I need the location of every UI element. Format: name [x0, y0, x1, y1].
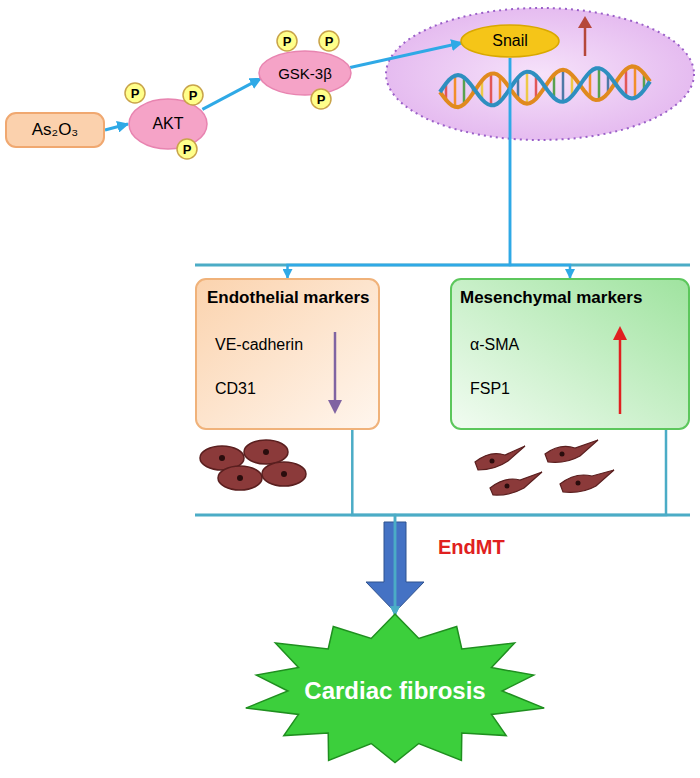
- node-label: GSK-3β: [278, 65, 332, 82]
- node-label: Snail: [492, 32, 528, 50]
- signal-arrow: [350, 43, 462, 68]
- phospho-circle: P: [182, 84, 204, 106]
- kinase-ellipse: AKT: [128, 98, 208, 150]
- marker-box: Mesenchymal markers α-SMA FSP1: [450, 278, 690, 430]
- phospho-circle: P: [310, 88, 332, 110]
- signal-arrow: [510, 58, 570, 278]
- drug-box: As₂O₃: [5, 112, 105, 148]
- signal-arrow: [395, 430, 666, 615]
- marker-name: FSP1: [470, 380, 510, 398]
- node-label: P: [283, 34, 292, 49]
- nucleus: [386, 8, 694, 140]
- node-label: Cardiac fibrosis: [304, 677, 485, 705]
- node-label: AKT: [152, 115, 183, 133]
- node-label: P: [189, 88, 198, 103]
- signal-arrow: [202, 79, 260, 110]
- node-label: P: [317, 92, 326, 107]
- node-label: Endothelial markers: [207, 288, 370, 308]
- transcription-factor: Snail: [460, 24, 560, 58]
- node-label: P: [183, 142, 192, 157]
- mesenchymal-cells: [475, 440, 614, 495]
- phospho-circle: P: [124, 82, 146, 104]
- dna-helix: [440, 66, 650, 107]
- marker-box: Endothelial markersVE-cadherinCD31: [195, 278, 380, 430]
- marker-name: CD31: [215, 380, 256, 398]
- signal-arrow: [105, 124, 128, 130]
- marker-name: α-SMA: [470, 336, 519, 354]
- marker-name: VE-cadherin: [215, 336, 303, 354]
- signal-arrow: [352, 430, 395, 615]
- node-label: P: [325, 34, 334, 49]
- signal-arrow: [288, 58, 511, 278]
- node-label: As₂O₃: [32, 120, 79, 140]
- phospho-circle: P: [176, 138, 198, 160]
- outcome-star: Cardiac fibrosis: [240, 612, 550, 770]
- kinase-ellipse: GSK-3β: [258, 50, 352, 96]
- phospho-circle: P: [318, 30, 340, 52]
- endothelial-cells: [200, 440, 306, 490]
- node-label: Mesenchymal markers: [460, 288, 642, 308]
- phospho-circle: P: [276, 30, 298, 52]
- increase-arrow: [578, 16, 592, 56]
- process-label: EndMT: [438, 536, 505, 559]
- node-label: P: [131, 86, 140, 101]
